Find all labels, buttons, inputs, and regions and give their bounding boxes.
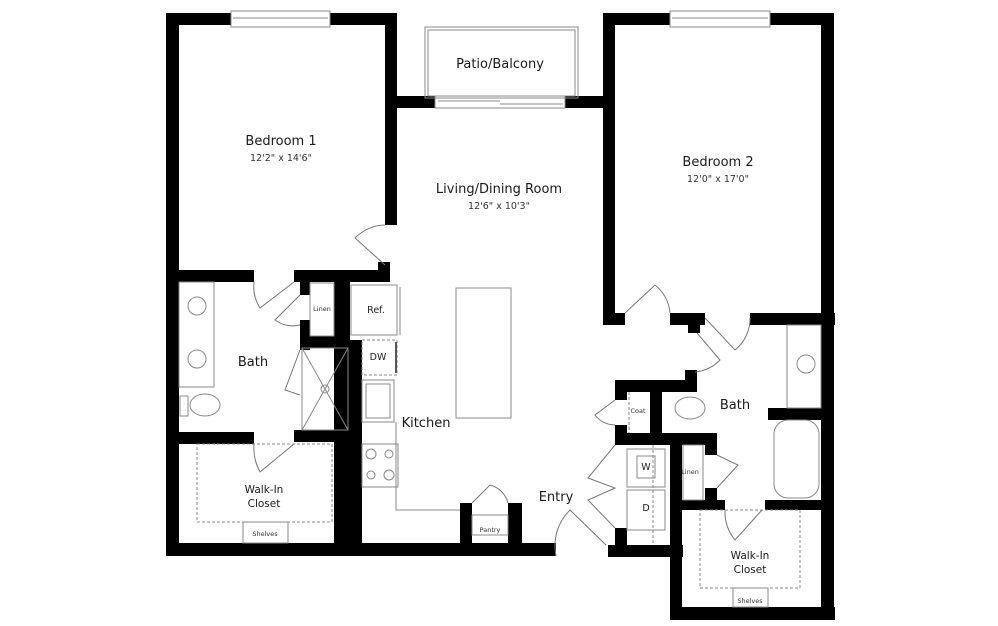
toilet-icon bbox=[674, 396, 706, 420]
shelves1-label: Shelves bbox=[252, 530, 278, 538]
bath2-label: Bath bbox=[719, 398, 751, 413]
closet2-line1: Walk-In bbox=[730, 550, 770, 562]
linen2-label: Linen bbox=[681, 468, 699, 476]
closet1-label: Walk-In Closet bbox=[245, 483, 284, 511]
entry-label: Entry bbox=[538, 490, 574, 505]
closet1-line2: Closet bbox=[247, 498, 281, 510]
shelves2-label: Shelves bbox=[737, 597, 763, 605]
dryer-label: D bbox=[642, 503, 650, 514]
bedroom2-dimensions: 12'0" x 17'0" bbox=[687, 174, 749, 185]
dishwasher-label: DW bbox=[369, 352, 387, 363]
walls bbox=[166, 13, 835, 620]
closet2-label: Walk-In Closet bbox=[731, 549, 770, 577]
toilet-icon bbox=[189, 393, 221, 417]
washer-label: W bbox=[641, 462, 651, 473]
linen1-label: Linen bbox=[313, 305, 331, 313]
coat-label: Coat bbox=[630, 407, 646, 415]
kitchen-island bbox=[455, 287, 512, 419]
living-label: Living/Dining Room bbox=[435, 182, 563, 197]
bedroom1-dimensions: 12'2" x 14'6" bbox=[250, 153, 312, 164]
windows bbox=[230, 10, 771, 109]
kitchen-label: Kitchen bbox=[401, 416, 451, 431]
pantry-label: Pantry bbox=[479, 526, 501, 534]
refrigerator-label: Ref. bbox=[367, 305, 385, 316]
living-dimensions: 12'6" x 10'3" bbox=[468, 201, 530, 212]
sink-icon bbox=[187, 349, 207, 369]
bedroom1-label: Bedroom 1 bbox=[245, 134, 317, 149]
patio-label: Patio/Balcony bbox=[456, 57, 544, 72]
sink-icon bbox=[187, 296, 207, 316]
bedroom2-label: Bedroom 2 bbox=[682, 155, 754, 170]
closet1-line1: Walk-In bbox=[244, 484, 284, 496]
fixtures bbox=[178, 281, 822, 608]
bath1-label: Bath bbox=[237, 355, 269, 370]
closet2-line2: Closet bbox=[733, 564, 767, 576]
refrigerator-icon bbox=[350, 284, 398, 336]
doors bbox=[253, 224, 763, 557]
